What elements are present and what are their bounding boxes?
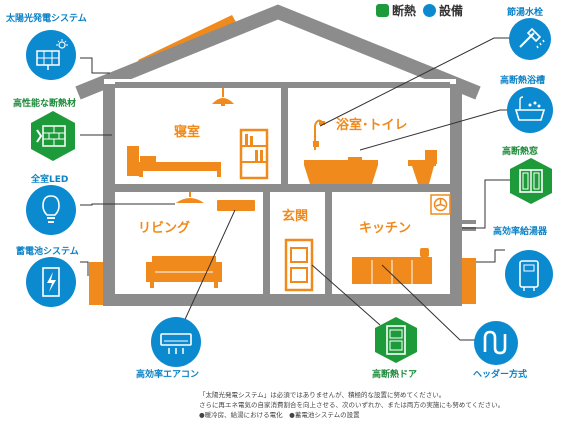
room-entrance: 玄関	[282, 209, 309, 224]
upper-partition	[281, 88, 288, 184]
bathtub-drawing	[304, 157, 378, 184]
label-solar: 太陽光発電システム	[6, 14, 87, 24]
right-wall	[450, 84, 462, 306]
battery-unit	[89, 262, 103, 305]
middle-floor	[115, 184, 450, 192]
roof	[75, 4, 481, 100]
bedroom-bed	[127, 146, 221, 177]
footnote-line-3: ●暖冷房、給湯における電化 ●蓄電池システムの設置	[199, 411, 360, 419]
header-pipe-icon	[474, 321, 518, 365]
ceiling	[115, 82, 450, 88]
room-bedroom: 寝室	[174, 125, 201, 140]
legend-insulation-swatch	[376, 3, 389, 17]
ground-floor	[103, 294, 462, 306]
footnote-line-2: さらに再エネ電気の自家消費割合を向上させる、次のいずれか、または両方の実施にも努…	[199, 401, 505, 409]
battery-icon	[26, 257, 76, 307]
label-insulation-material: 高性能な断熱材	[13, 99, 77, 109]
shower-drawing	[313, 119, 325, 150]
room-living: リビング	[138, 221, 191, 236]
label-window: 高断熱窓	[502, 147, 539, 157]
solar-panel-icon	[26, 30, 76, 80]
water-heater-icon	[505, 250, 553, 298]
label-battery: 蓄電池システム	[16, 247, 79, 257]
toilet-drawing	[408, 150, 437, 184]
label-door: 高断熱ドア	[372, 370, 418, 380]
legend-equipment: 設備	[423, 2, 463, 18]
legend-equipment-label: 設備	[439, 3, 464, 18]
light-bulb-icon	[26, 185, 76, 235]
insulation-wall-icon	[31, 111, 75, 161]
kitchen-fan	[430, 194, 451, 215]
bathtub-icon	[507, 87, 553, 133]
lower-partition-2	[325, 192, 332, 294]
living-pendant-light	[176, 192, 204, 203]
water-heater-unit	[462, 258, 476, 304]
air-conditioner-icon	[151, 317, 201, 367]
label-faucet: 節湯水栓	[507, 8, 544, 18]
label-water-heater: 高効率給湯器	[493, 227, 548, 237]
living-air-conditioner	[217, 200, 255, 211]
label-led: 全室LED	[31, 175, 69, 185]
window-icon	[510, 158, 552, 204]
door-icon	[375, 317, 417, 363]
legend-insulation: 断熱	[376, 2, 416, 18]
bedroom-pendant-light	[212, 88, 234, 106]
living-sofa	[146, 256, 222, 288]
room-bath-toilet: 浴室･トイレ	[336, 118, 408, 133]
label-aircon: 高効率エアコン	[136, 370, 200, 380]
legend-insulation-label: 断熱	[392, 3, 417, 18]
label-header: ヘッダー方式	[473, 370, 528, 380]
shower-faucet-icon	[509, 18, 551, 60]
lower-partition-1	[263, 192, 270, 294]
footnote-line-1: 「太陽光発電システム」は必須ではありませんが、積極的な設置に努めてください。	[199, 391, 446, 399]
label-bathtub: 高断熱浴槽	[500, 76, 546, 86]
bedroom-shelf	[239, 128, 269, 180]
room-kitchen: キッチン	[359, 221, 412, 236]
legend-equipment-swatch	[423, 3, 436, 17]
kitchen-counter	[352, 248, 432, 284]
left-wall	[103, 84, 115, 306]
